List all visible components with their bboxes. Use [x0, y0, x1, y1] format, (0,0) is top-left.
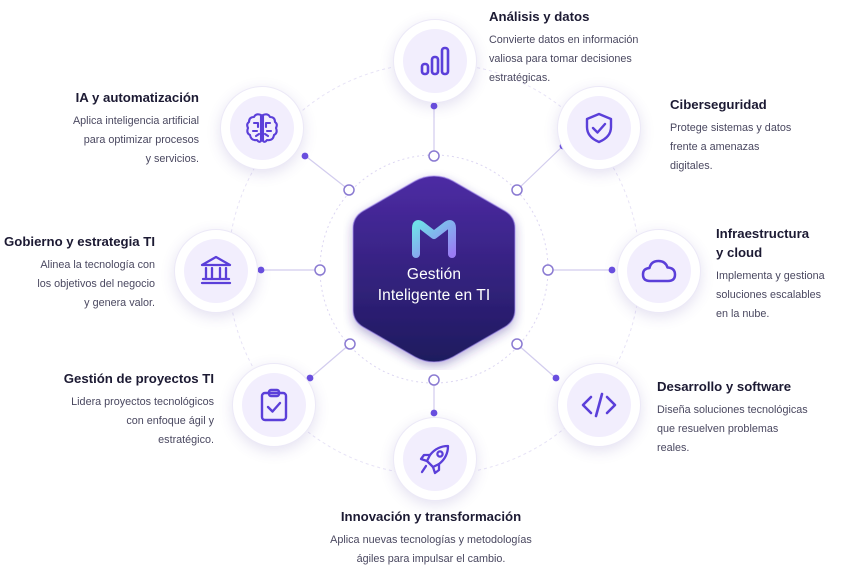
node-description: Aplica inteligencia artificial para opti… [72, 115, 199, 165]
connector-hub-dot-ia [343, 184, 355, 196]
node-description: Diseña soluciones tecnológicas que resue… [657, 404, 808, 454]
node-title: Infraestructura y cloud [716, 226, 810, 260]
hub-title: Gestión Inteligente en TI [377, 266, 491, 304]
central-hub: Gestión Inteligente en TI [343, 168, 525, 370]
connector-hub-dot-proyectos [344, 338, 356, 350]
bank-building-icon [200, 255, 232, 285]
node-ciberseguridad [557, 86, 641, 170]
node-title: Análisis y datos [489, 9, 590, 24]
label-infraestructura: Infraestructura y cloud Implementa y ges… [716, 224, 825, 324]
label-proyectos: Gestión de proyectos TI Lidera proyectos… [20, 369, 214, 450]
node-description: Alinea la tecnología con los objetivos d… [37, 259, 155, 309]
rocket-icon [419, 444, 450, 475]
node-description: Protege sistemas y datos frente a amenaz… [670, 122, 792, 172]
connector-hub-dot-analisis [428, 150, 440, 162]
label-innovacion: Innovación y transformación Aplica nueva… [293, 507, 569, 569]
connector-node-dot-analisis [430, 102, 438, 110]
cloud-icon [641, 259, 677, 283]
node-innovacion [393, 417, 477, 501]
connector-hub-dot-desarrollo [511, 338, 523, 350]
node-infraestructura [617, 229, 701, 313]
connector-hub-dot-ciberseguridad [511, 184, 523, 196]
brain-chip-icon [246, 113, 278, 143]
connector-node-dot-infraestructura [608, 266, 616, 274]
node-gobierno [174, 229, 258, 313]
label-desarrollo: Desarrollo y software Diseña soluciones … [657, 377, 808, 458]
connector-node-dot-ia [301, 152, 309, 160]
connector-ciberseguridad [516, 143, 566, 191]
connector-hub-dot-infraestructura [542, 264, 554, 276]
connector-node-dot-proyectos [306, 374, 314, 382]
node-title: Desarrollo y software [657, 379, 792, 394]
node-title: Innovación y transformación [340, 509, 522, 524]
connector-node-dot-innovacion [430, 409, 438, 417]
connector-node-dot-desarrollo [552, 374, 560, 382]
node-description: Implementa y gestiona soluciones escalab… [716, 270, 825, 320]
shield-check-icon [585, 112, 613, 144]
node-title: Gestión de proyectos TI [63, 371, 214, 386]
connector-desarrollo [516, 343, 559, 381]
hub-hexagon [352, 175, 516, 363]
node-description: Aplica nuevas tecnologías y metodologías… [330, 534, 532, 565]
bar-chart-icon [420, 46, 450, 76]
node-description: Convierte datos en información valiosa p… [489, 34, 639, 84]
node-description: Lidera proyectos tecnológicos con enfoqu… [71, 396, 214, 446]
node-analisis [393, 19, 477, 103]
label-ia: IA y automatización Aplica inteligencia … [30, 88, 199, 169]
connector-hub-dot-innovacion [428, 374, 440, 386]
connector-ia [302, 153, 350, 191]
node-title: Ciberseguridad [670, 97, 767, 112]
connector-node-dot-gobierno [257, 266, 265, 274]
node-proyectos [232, 363, 316, 447]
connector-hub-dot-gobierno [314, 264, 326, 276]
node-title: IA y automatización [75, 90, 199, 105]
code-icon [581, 392, 617, 418]
node-desarrollo [557, 363, 641, 447]
node-title: Gobierno y estrategia TI [4, 234, 155, 249]
connector-proyectos [307, 343, 351, 381]
label-analisis: Análisis y datos Convierte datos en info… [489, 7, 638, 88]
node-ia [220, 86, 304, 170]
label-ciberseguridad: Ciberseguridad Protege sistemas y datos … [670, 95, 791, 176]
label-gobierno: Gobierno y estrategia TI Alinea la tecno… [0, 232, 155, 313]
m-logo-icon [412, 220, 456, 258]
clipboard-check-icon [260, 388, 288, 422]
